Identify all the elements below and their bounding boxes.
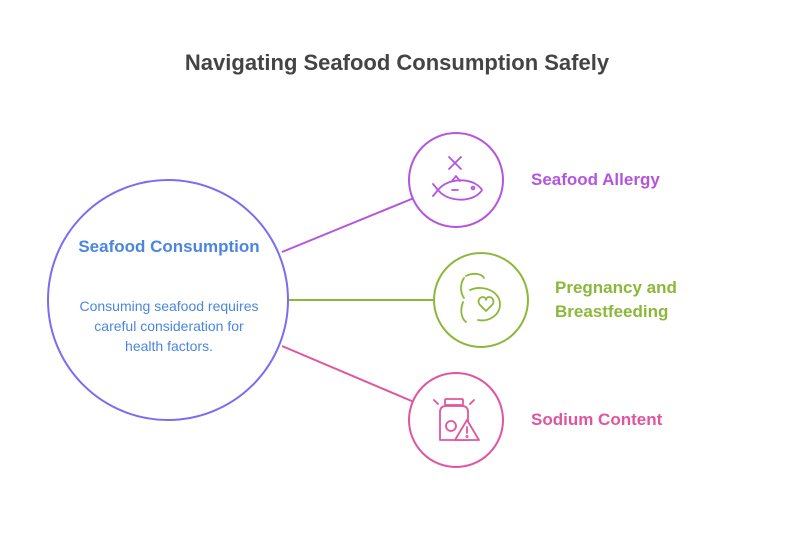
connector-seafood-allergy <box>281 197 415 253</box>
connector-sodium-content <box>281 345 415 403</box>
center-title: Seafood Consumption <box>78 237 260 256</box>
branch-label-seafood-allergy: Seafood Allergy <box>531 170 660 189</box>
center-circle <box>47 179 289 421</box>
branch-label-pregnancy: Pregnancy and Breastfeeding <box>555 278 677 321</box>
center-description: Consuming seafood requires careful consi… <box>79 298 259 354</box>
sodium-jar-warning-icon <box>433 398 480 441</box>
branch-circle-sodium-content <box>408 372 504 468</box>
fish-allergy-icon <box>432 156 483 201</box>
page-title: Navigating Seafood Consumption Safely <box>184 50 610 75</box>
branch-circle-pregnancy <box>433 252 529 348</box>
pregnancy-heart-icon <box>460 272 501 323</box>
branch-label-sodium-content: Sodium Content <box>531 410 663 429</box>
